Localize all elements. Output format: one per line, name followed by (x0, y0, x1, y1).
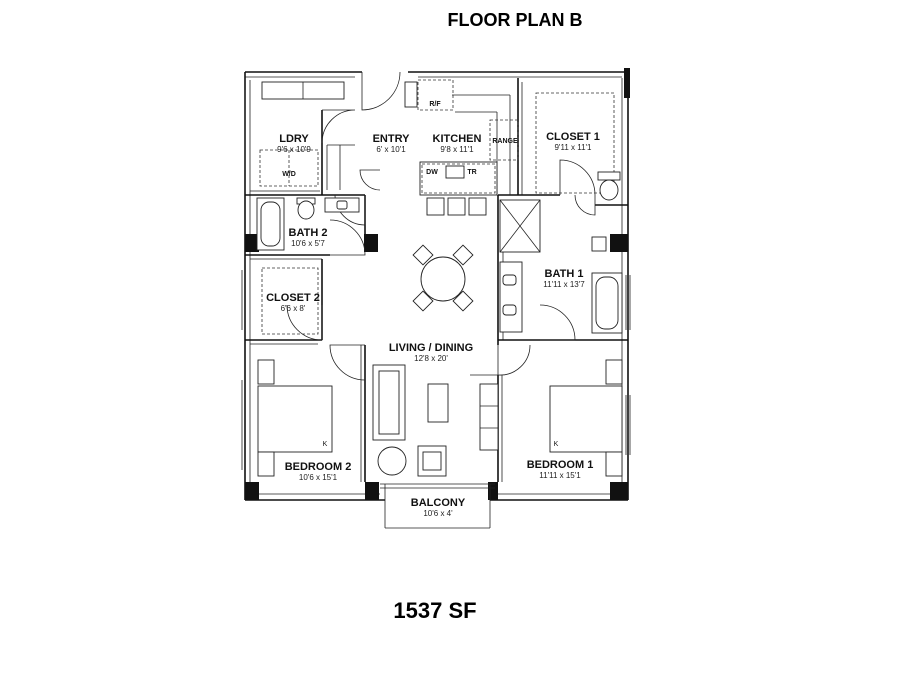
refrigerator-label: R/F (429, 101, 441, 108)
square-footage: 1537 SF (393, 598, 477, 623)
closet2-outline (261, 267, 319, 335)
exterior-walls (241, 68, 631, 501)
kitchen-name: KITCHEN (433, 133, 482, 145)
kitchen-dims: 9'8 x 11'1 (440, 145, 474, 154)
closet1-name: CLOSET 1 (546, 131, 600, 143)
living-name: LIVING / DINING (389, 342, 473, 354)
balcony-name: BALCONY (411, 497, 466, 509)
balcony-dims: 10'6 x 4' (423, 509, 453, 518)
bedroom1-name: BEDROOM 1 (527, 459, 594, 471)
entry-name: ENTRY (373, 133, 411, 145)
dining-set (412, 244, 474, 312)
plan-title: FLOOR PLAN B (447, 10, 583, 30)
doors (286, 71, 596, 381)
closet2-dims: 6'6 x 8' (281, 304, 306, 313)
bedroom2-name: BEDROOM 2 (285, 461, 352, 473)
bath1-name: BATH 1 (545, 268, 584, 280)
bed1-size-label: K (554, 441, 559, 448)
closet1-dims: 9'11 x 11'1 (554, 143, 592, 152)
laundry-name: LDRY (279, 133, 309, 145)
closet1-outline (535, 92, 615, 194)
balcony-outline (380, 483, 495, 529)
bath2-dims: 10'6 x 5'7 (291, 239, 325, 248)
bedroom2-dims: 10'6 x 15'1 (299, 473, 338, 482)
bedroom1-dims: 11'11 x 15'1 (539, 471, 581, 480)
bath2-fixtures (256, 197, 360, 251)
kitchen-fixtures: R/F RANGE DW TR (404, 79, 519, 216)
bed2-size-label: K (323, 441, 328, 448)
dishwasher-label: DW (426, 169, 438, 176)
range-label: RANGE (492, 138, 518, 145)
living-dims: 12'8 x 20' (414, 354, 448, 363)
washer-dryer-label: W/D (282, 171, 296, 178)
laundry-dims: 9'6 x 10'9 (277, 145, 311, 154)
bath1-dims: 11'11 x 13'7 (543, 280, 585, 289)
entry-dims: 6' x 10'1 (376, 145, 406, 154)
bedroom2-furniture: K (257, 359, 333, 477)
closet2-name: CLOSET 2 (266, 292, 320, 304)
trash-label: TR (467, 169, 476, 176)
bath1-fixtures (499, 171, 623, 334)
laundry-fixtures: W/D (259, 81, 345, 187)
living-furniture (372, 364, 499, 477)
bath2-name: BATH 2 (289, 227, 328, 239)
bedroom1-furniture: K (549, 359, 623, 477)
room-labels: LDRY 9'6 x 10'9 ENTRY 6' x 10'1 KITCHEN … (266, 131, 600, 518)
